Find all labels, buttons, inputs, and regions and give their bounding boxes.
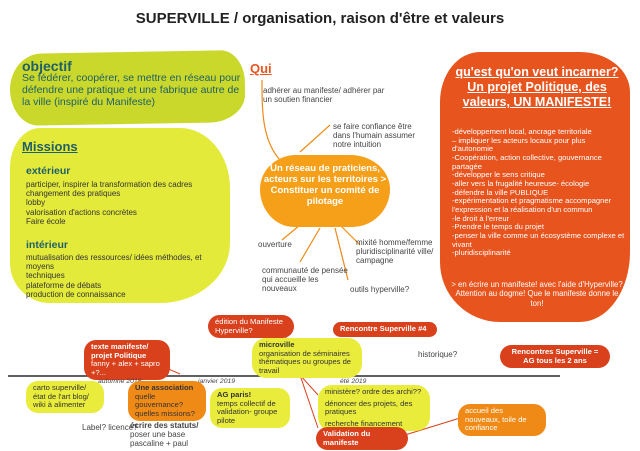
objectif-body: Se fédérer, coopérer, se mettre en résea… — [22, 72, 241, 109]
list-item: -Coopération, action collective, gouvern… — [452, 152, 602, 171]
mixite-note: mixité homme/femme pluridisciplinarité v… — [356, 238, 434, 266]
objectif-heading: objectif — [22, 58, 72, 74]
list-item: -le droit à l'erreur — [452, 213, 510, 223]
list-item: plateforme de débats — [26, 280, 102, 290]
incarner-list: -développement local, ancrage territoria… — [452, 127, 628, 258]
arrow-ouverture — [281, 224, 301, 241]
ministere-pill: ministère? ordre des archi?? dénoncer de… — [318, 385, 430, 431]
rencontres-ag-pill: Rencontres Superville = AG tous les 2 an… — [500, 345, 610, 368]
list-item: valorisation d'actions concrètes — [26, 207, 137, 217]
list-item: -développement local, ancrage territoria… — [452, 127, 592, 136]
list-item: lobby — [26, 198, 46, 208]
confiance-note: se faire confiance être dans l'humain as… — [333, 122, 416, 150]
list-item: Faire école — [26, 216, 66, 226]
edition-pill: édition du Manifeste Hyperville? — [208, 315, 294, 338]
list-item: – impliquer les acteurs locaux pour plus… — [452, 135, 586, 154]
list-item: production de connaissance — [26, 289, 126, 299]
label-licence-note: Label? licence? — [82, 423, 138, 432]
ag-pill: AG paris! temps collectif de validation-… — [210, 388, 290, 428]
page-title: SUPERVILLE / organisation, raison d'être… — [135, 10, 505, 27]
statuts-note: écrire des statuts/ poser une base pasca… — [130, 421, 210, 449]
ag-title: AG paris! — [217, 390, 252, 399]
list-item: -expérimentation et pragmatisme accompag… — [452, 196, 612, 214]
arrow-communaute — [299, 227, 321, 263]
association-title: Une association — [135, 383, 194, 392]
microville-body: organisation de séminaires thématiques o… — [259, 348, 352, 375]
list-item: participer, inspirer la transformation d… — [26, 180, 193, 189]
texte-manifeste-people: fanny + alex + sapro +?... — [91, 359, 160, 377]
list-item: techniques — [26, 271, 65, 281]
accueil-pill: accueil des nouveaux, toile de confiance — [458, 404, 546, 436]
list-item: changement des pratiques — [26, 189, 121, 199]
microville-pill: microville organisation de séminaires th… — [252, 338, 362, 378]
center-text: Un réseau de praticiens, acteurs sur les… — [263, 163, 387, 207]
statuts-title: écrire des statuts/ — [130, 421, 199, 430]
label-janvier: janvier 2019 — [198, 378, 236, 385]
recherche-text: recherche financement — [325, 418, 403, 428]
communaute-note: communauté de pensée qui accueille les n… — [262, 266, 348, 294]
label-automne: automne 2018 — [98, 378, 142, 385]
ouverture-note: ouverture — [258, 240, 292, 249]
exterieur-heading: extérieur — [26, 165, 71, 177]
missions-heading: Missions — [22, 139, 78, 154]
association-pill: Une association quelle gouvernance? quel… — [128, 381, 206, 421]
arrow-outils — [334, 227, 349, 281]
microville-title: microville — [259, 340, 295, 349]
interieur-heading: intérieur — [26, 239, 69, 251]
qui-heading: Qui — [250, 61, 272, 76]
incarner-blob — [440, 52, 630, 322]
texte-manifeste-pill: texte manifeste/ projet Politique fanny … — [84, 340, 170, 380]
list-item: -défendre la ville PUBLIQUE — [452, 187, 549, 197]
list-item: -aller vers la frugalité heureuse- écolo… — [452, 178, 590, 188]
list-item: -développer le sens critique — [452, 170, 545, 180]
carto-pill: carto superville/ état de l'art blog/ wi… — [26, 381, 104, 413]
arrow-confiance — [299, 124, 331, 153]
association-body: quelle gouvernance? quelles missions? — [135, 391, 195, 418]
list-item: mutualisation des ressources/ idées méth… — [26, 253, 202, 272]
ministere-text: ministère? ordre des archi?? — [325, 387, 422, 396]
rencontre4-pill: Rencontre Superville #4 — [333, 322, 437, 337]
exterieur-list: participer, inspirer la transformation d… — [26, 180, 226, 226]
list-item: -pluridisciplinarité — [452, 248, 511, 258]
arrow-qui-center — [261, 79, 281, 161]
historique-note: historique? — [418, 350, 458, 359]
ag-body: temps collectif de validation- groupe pi… — [217, 398, 278, 425]
list-item: -Prendre le temps du projet — [452, 222, 545, 232]
outils-note: outils hyperville? — [350, 285, 410, 294]
center-blob — [260, 155, 390, 227]
arrow-mixite — [339, 224, 361, 246]
incarner-heading: qu'est qu'on veut incarner? Un projet Po… — [455, 65, 619, 109]
statuts-body: poser une base pascaline + paul — [130, 430, 189, 449]
list-item: -penser la ville comme un écosystème com… — [452, 230, 625, 249]
denoncer-text: dénoncer des projets, des pratiques — [325, 398, 413, 416]
interieur-list: mutualisation des ressources/ idées méth… — [26, 253, 226, 299]
label-ete: été 2019 — [340, 378, 367, 385]
missions-blob — [10, 128, 230, 303]
texte-manifeste-title: texte manifeste/ projet Politique — [91, 342, 149, 360]
incarner-closing: > en écrire un manifeste! avec l'aide d'… — [451, 280, 623, 308]
adherer-note: adhérer au manifeste/ adhérer par un sou… — [263, 86, 385, 105]
validation-pill: Validation du manifeste — [316, 427, 408, 450]
